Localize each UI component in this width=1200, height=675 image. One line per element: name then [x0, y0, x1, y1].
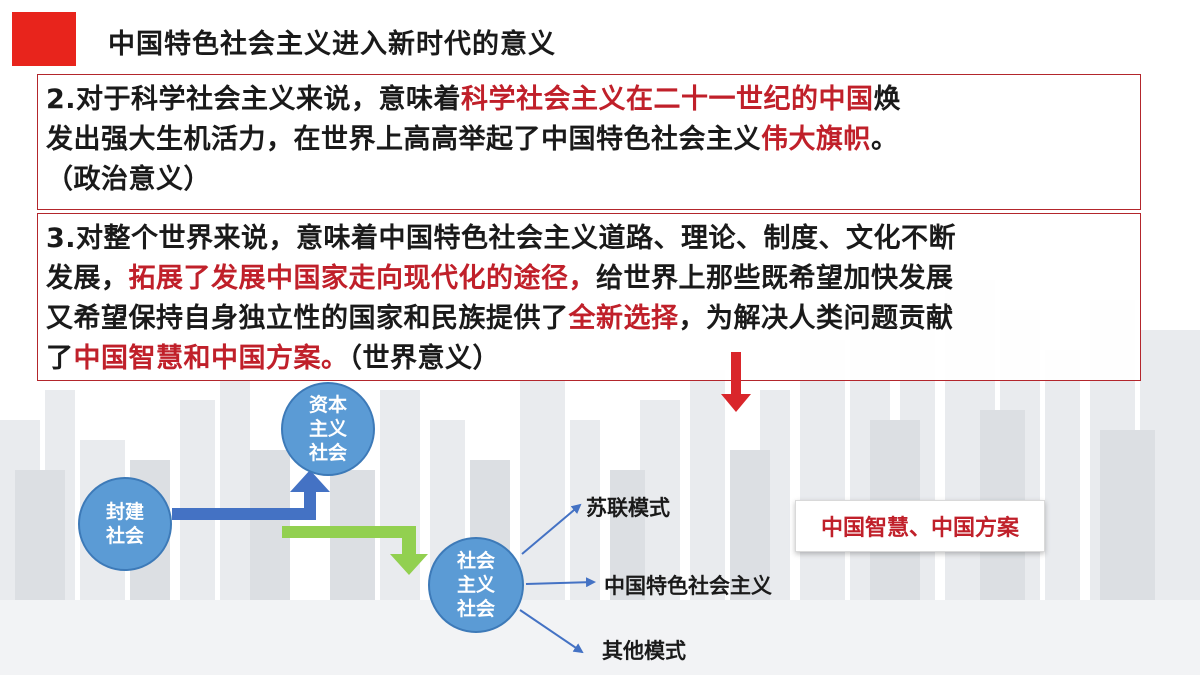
paragraph-3-line-3: 又希望保持自身独立性的国家和民族提供了全新选择，为解决人类问题贡献 — [46, 299, 1136, 339]
paragraph-3-line-2: 发展，拓展了发展中国家走向现代化的途径，给世界上那些既希望加快发展 — [46, 259, 1136, 299]
p2-highlight: 科学社会主义在二十一世纪的中国 — [461, 84, 874, 115]
paragraph-2-line-1: 2.对于科学社会主义来说，意味着科学社会主义在二十一世纪的中国焕 — [46, 80, 1136, 120]
circle-label: 封建 — [105, 501, 144, 523]
circle-label: 社会 — [456, 550, 495, 572]
paragraph-3-box — [37, 213, 1141, 381]
capitalist-society-circle: 资本 主义 社会 — [281, 382, 375, 476]
paragraph-2-line-2: 发出强大生机活力，在世界上高高举起了中国特色社会主义伟大旗帜。 — [46, 120, 1136, 160]
p3-text: ，为解决人类问题贡献 — [678, 303, 954, 334]
chinese-wisdom-label: 中国智慧、中国方案 — [820, 516, 1019, 541]
p3-text: 给世界上那些既希望加快发展 — [596, 263, 954, 294]
paragraph-3-line-1: 3.对整个世界来说，意味着中国特色社会主义道路、理论、制度、文化不断 — [46, 223, 957, 254]
circle-label: 社会 — [105, 525, 144, 547]
circle-label: 社会 — [456, 598, 495, 620]
p2-text: 。 — [871, 124, 899, 155]
other-models-label: 其他模式 — [602, 639, 686, 663]
p3-highlight: 全新选择 — [568, 303, 679, 334]
p3-text: 了 — [46, 343, 74, 374]
chinese-wisdom-box: 中国智慧、中国方案 — [795, 500, 1045, 552]
p3-highlight: 中国智慧和中国方案。 — [73, 343, 349, 374]
circle-label: 主义 — [308, 418, 347, 440]
title-accent-block — [12, 12, 76, 66]
paragraph-2-line-3: （政治意义） — [46, 164, 211, 195]
paragraph-2: 2.对于科学社会主义来说，意味着科学社会主义在二十一世纪的中国焕 发出强大生机活… — [46, 80, 1136, 200]
p3-text: 发展， — [46, 263, 129, 294]
paragraph-3-line-4: 了中国智慧和中国方案。（世界意义） — [46, 339, 1136, 379]
p2-text: 焕 — [873, 84, 902, 115]
chinese-socialism-label: 中国特色社会主义 — [604, 574, 772, 598]
p3-text: （世界意义） — [348, 343, 500, 374]
p2-text: 2.对于科学社会主义来说，意味着 — [46, 84, 462, 115]
circle-label: 主义 — [456, 574, 495, 596]
circle-label: 社会 — [308, 442, 347, 464]
soviet-model-label: 苏联模式 — [586, 496, 670, 520]
paragraph-2-box — [37, 74, 1141, 210]
feudal-society-circle: 封建 社会 — [78, 477, 172, 571]
circle-label: 资本 — [308, 394, 347, 416]
socialist-society-circle: 社会 主义 社会 — [428, 537, 524, 633]
p3-highlight: 拓展了发展中国家走向现代化的途径， — [128, 263, 596, 294]
p2-text: 发出强大生机活力，在世界上高高举起了中国特色社会主义 — [46, 124, 761, 155]
page-title: 中国特色社会主义进入新时代的意义 — [108, 29, 556, 60]
p2-highlight: 伟大旗帜 — [761, 124, 871, 155]
paragraph-3: 3.对整个世界来说，意味着中国特色社会主义道路、理论、制度、文化不断 发展，拓展… — [46, 219, 1136, 379]
p3-text: 又希望保持自身独立性的国家和民族提供了 — [46, 303, 569, 334]
